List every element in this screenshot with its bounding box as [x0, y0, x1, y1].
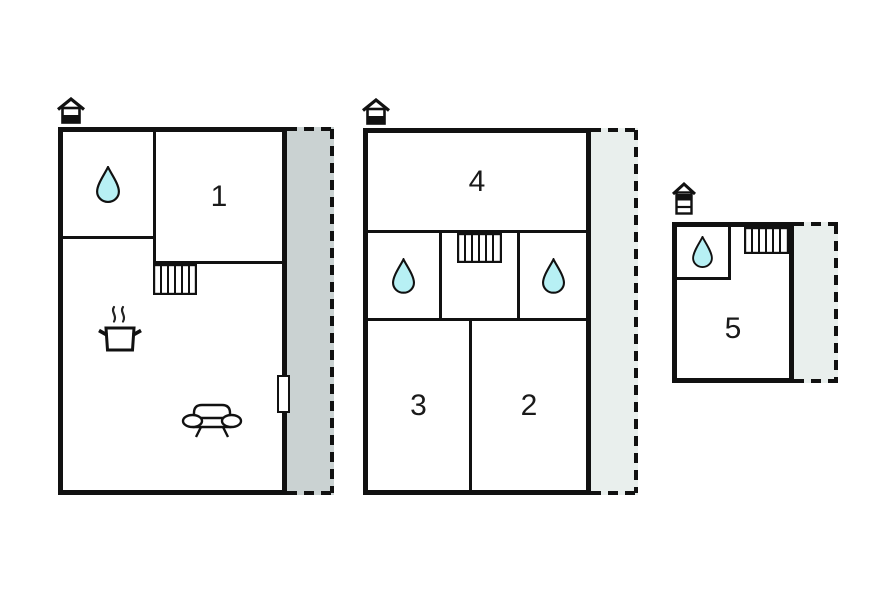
entrance-house-icon: [361, 98, 391, 125]
room-4-label: 4: [468, 164, 486, 198]
room-3-label: 3: [410, 388, 427, 422]
room-1-label: 1: [210, 179, 228, 213]
water-drop-icon: [692, 236, 713, 268]
entrance-house-icon: [56, 97, 86, 124]
room-5-label: 5: [724, 312, 742, 345]
water-drop-icon: [392, 257, 415, 294]
building-main: 1: [58, 127, 290, 495]
bathroom-cell: [520, 233, 586, 318]
terrace-dashed-border: [794, 222, 838, 383]
wall-divider: [677, 277, 731, 280]
terrace-dashed-border: [591, 128, 638, 495]
wall-divider: [63, 236, 153, 239]
sofa-icon: [181, 403, 243, 438]
building-third: 5: [672, 222, 794, 383]
wall-divider: [469, 321, 472, 490]
bathroom-cell: [677, 227, 728, 277]
bathroom-cell: [368, 233, 439, 318]
wall-divider: [368, 318, 586, 321]
door-marker: [277, 375, 290, 413]
bathroom-cell: [63, 132, 153, 236]
wall-divider: [517, 233, 520, 321]
stairs-icon: [457, 233, 502, 263]
terrace-third: [794, 222, 838, 383]
cooking-pot-icon: [98, 305, 142, 352]
room-2-label: 2: [520, 388, 538, 422]
terrace-dashed-border: [287, 127, 334, 495]
water-drop-icon: [541, 257, 565, 294]
building-second: 4 3 2: [363, 128, 591, 495]
stairs-icon: [744, 227, 789, 254]
wall-divider: [728, 227, 731, 280]
entrance-house-icon: [671, 182, 697, 215]
wall-divider: [439, 233, 442, 321]
terrace-main: [287, 127, 334, 495]
wall-divider: [156, 261, 282, 264]
stairs-icon: [153, 264, 197, 295]
wall-divider: [368, 230, 586, 233]
wall-divider: [153, 132, 156, 264]
water-drop-icon: [96, 165, 120, 203]
terrace-second: [591, 128, 638, 495]
